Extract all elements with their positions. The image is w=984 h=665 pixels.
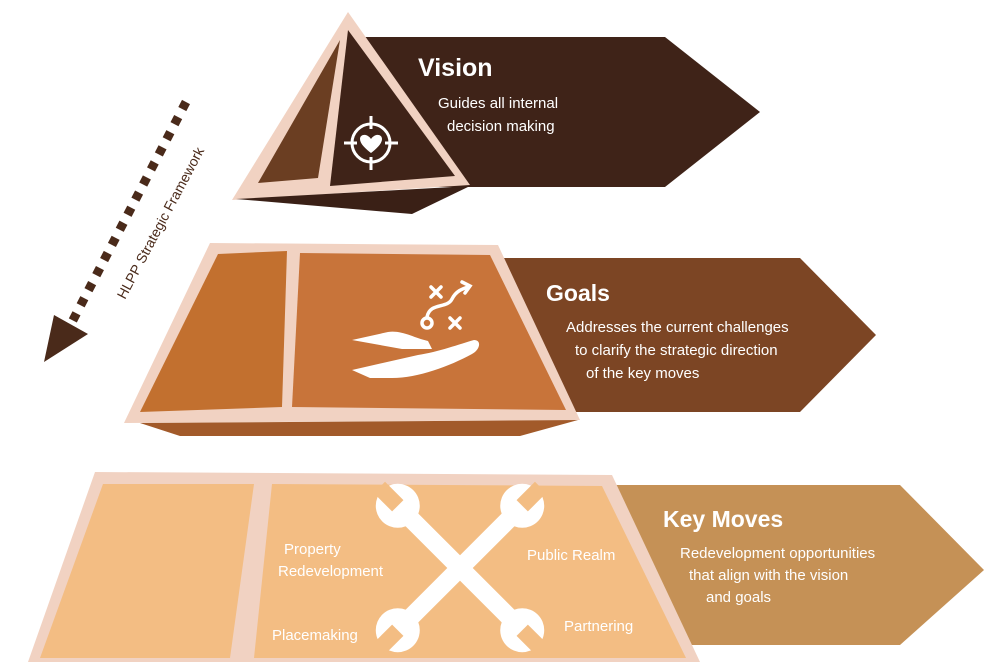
strategy-hand-icon: [352, 280, 480, 378]
goals-desc-line-3: of the key moves: [586, 365, 699, 382]
keymoves-pyramid-left-face: [40, 484, 254, 658]
crossed-wrenches-icon: [373, 481, 547, 655]
keymoves-title: Key Moves: [663, 506, 783, 532]
keymoves-label-partnering: Partnering: [564, 618, 633, 635]
goals-tier: Goals Addresses the current challenges t…: [124, 243, 876, 436]
vision-pyramid-base-shadow: [236, 186, 470, 214]
goals-arrow-banner: [490, 258, 876, 412]
keymoves-desc-line-1: Redevelopment opportunities: [680, 545, 875, 562]
vision-pyramid-front-face: [330, 30, 455, 186]
flow-arrow-head: [44, 315, 88, 362]
vision-tier: Vision Guides all internal decision maki…: [232, 12, 760, 214]
keymoves-label-redevelopment: Redevelopment: [278, 563, 384, 580]
keymoves-arrow-banner: [600, 485, 984, 645]
flow-arrow-dashed-line: [68, 99, 190, 325]
keymoves-label-property: Property: [284, 541, 341, 558]
keymoves-tier: Property Redevelopment Public Realm Plac…: [28, 472, 984, 662]
goals-pyramid-base-shadow: [140, 420, 578, 436]
keymoves-label-placemaking: Placemaking: [272, 627, 358, 644]
heart-target-icon: [344, 116, 398, 170]
goals-desc-line-2: to clarify the strategic direction: [575, 342, 778, 359]
keymoves-label-public-realm: Public Realm: [527, 547, 615, 564]
vision-desc-line-1: Guides all internal: [438, 95, 558, 112]
vision-arrow-banner: [362, 37, 760, 187]
keymoves-desc-line-2: that align with the vision: [689, 567, 848, 584]
vision-title: Vision: [418, 54, 493, 82]
keymoves-desc-line-3: and goals: [706, 589, 771, 606]
goals-pyramid-left-face: [140, 251, 287, 412]
vision-pyramid-left-face: [258, 40, 340, 183]
vision-desc-line-2: decision making: [447, 118, 555, 135]
goals-desc-line-1: Addresses the current challenges: [566, 319, 789, 336]
goals-title: Goals: [546, 280, 610, 306]
